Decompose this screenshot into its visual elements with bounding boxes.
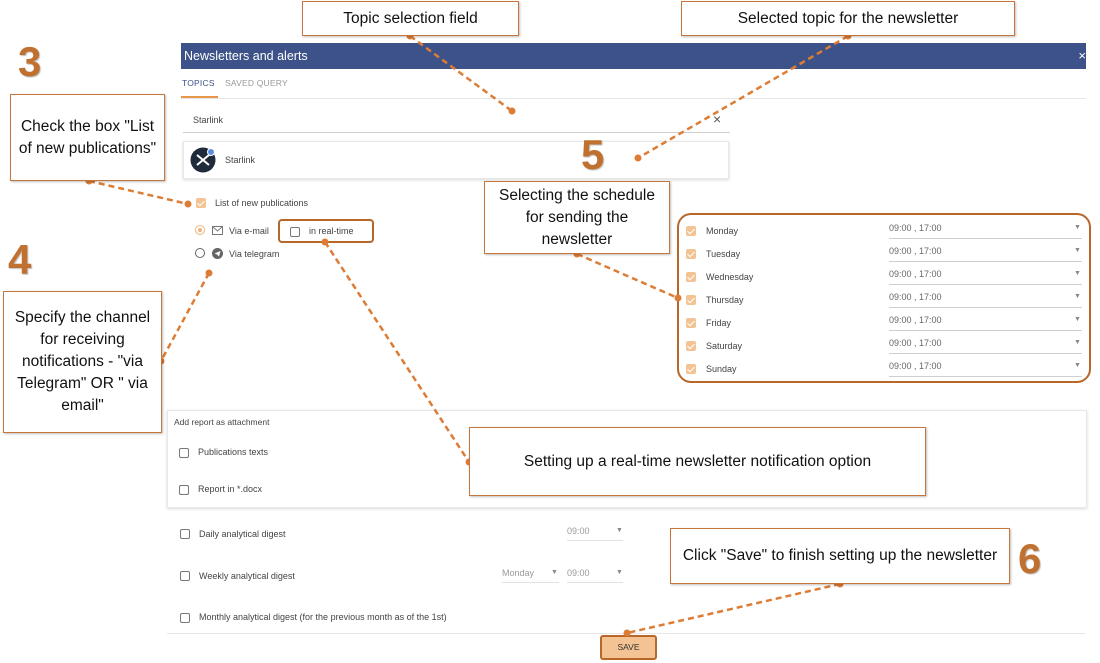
report-docx-label: Report in *.docx [198, 484, 263, 494]
chevron-down-icon[interactable]: ▼ [1074, 316, 1081, 323]
weekly-digest-day[interactable]: Monday [502, 568, 535, 578]
chevron-down-icon[interactable]: ▼ [616, 527, 623, 534]
times-underline [889, 284, 1082, 285]
save-button[interactable]: SAVE [600, 635, 657, 660]
schedule-row: Sunday 09:00 , 17:00 ▼ [685, 361, 1085, 382]
attachment-title: Add report as attachment [174, 417, 270, 427]
day-checkbox[interactable] [686, 226, 696, 236]
daily-digest-label: Daily analytical digest [199, 529, 286, 539]
day-checkbox[interactable] [686, 295, 696, 305]
chevron-down-icon[interactable]: ▼ [1074, 339, 1081, 346]
schedule-row: Wednesday 09:00 , 17:00 ▼ [685, 269, 1085, 290]
chevron-down-icon[interactable]: ▼ [551, 569, 558, 576]
day-label: Tuesday [706, 249, 741, 259]
day-times[interactable]: 09:00 , 17:00 [889, 315, 942, 325]
monthly-digest-label: Monthly analytical digest (for the previ… [199, 612, 447, 622]
telegram-label: Via telegram [229, 249, 280, 259]
daily-time-underline [567, 540, 623, 541]
day-checkbox[interactable] [686, 249, 696, 259]
times-underline [889, 353, 1082, 354]
step-number-6: 6 [1018, 535, 1042, 582]
mail-icon [212, 226, 223, 235]
close-icon[interactable]: × [1078, 48, 1086, 63]
daily-digest-checkbox[interactable] [180, 529, 190, 539]
starlink-logo-icon [190, 147, 216, 173]
callout-topic-field: Topic selection field [302, 1, 519, 36]
day-label: Friday [706, 318, 732, 328]
weekly-digest-checkbox[interactable] [180, 571, 190, 581]
chevron-down-icon[interactable]: ▼ [1074, 224, 1081, 231]
chevron-down-icon[interactable]: ▼ [1074, 362, 1081, 369]
day-times[interactable]: 09:00 , 17:00 [889, 269, 942, 279]
schedule-list: Monday 09:00 , 17:00 ▼ Tuesday 09:00 , 1… [685, 220, 1085, 380]
topic-search-input[interactable]: Starlink [193, 115, 224, 125]
tab-indicator [181, 96, 218, 98]
publications-texts-label: Publications texts [198, 447, 269, 457]
new-publications-checkbox[interactable] [196, 198, 206, 208]
day-label: Sunday [706, 364, 737, 374]
chevron-down-icon[interactable]: ▼ [1074, 293, 1081, 300]
topic-search-underline [183, 132, 730, 133]
callout-check-box: Check the box "List of new publications" [10, 94, 165, 181]
day-label: Saturday [706, 341, 743, 351]
day-label: Wednesday [706, 272, 754, 282]
times-underline [889, 307, 1082, 308]
schedule-row: Saturday 09:00 , 17:00 ▼ [685, 338, 1085, 359]
telegram-icon [212, 248, 223, 259]
report-docx-checkbox[interactable] [179, 485, 189, 495]
chevron-down-icon[interactable]: ▼ [1074, 247, 1081, 254]
callout-channel: Specify the channel for receiving notifi… [3, 291, 162, 433]
schedule-row: Friday 09:00 , 17:00 ▼ [685, 315, 1085, 336]
realtime-checkbox[interactable] [290, 227, 300, 237]
schedule-row: Thursday 09:00 , 17:00 ▼ [685, 292, 1085, 313]
step-number-4: 4 [8, 236, 32, 283]
telegram-radio[interactable] [195, 248, 205, 258]
modal-title: Newsletters and alerts [184, 49, 308, 63]
times-underline [889, 238, 1082, 239]
clear-icon[interactable]: × [713, 111, 722, 127]
modal-header: Newsletters and alerts × [181, 43, 1086, 69]
day-label: Thursday [706, 295, 744, 305]
day-times[interactable]: 09:00 , 17:00 [889, 246, 942, 256]
schedule-row: Tuesday 09:00 , 17:00 ▼ [685, 246, 1085, 267]
day-times[interactable]: 09:00 , 17:00 [889, 292, 942, 302]
weekly-time-underline [567, 582, 623, 583]
day-times[interactable]: 09:00 , 17:00 [889, 361, 942, 371]
step-number-3: 3 [18, 38, 42, 85]
day-times[interactable]: 09:00 , 17:00 [889, 223, 942, 233]
publications-texts-checkbox[interactable] [179, 448, 189, 458]
times-underline [889, 376, 1082, 377]
daily-digest-time[interactable]: 09:00 [567, 526, 590, 536]
new-publications-label: List of new publications [215, 198, 309, 208]
chevron-down-icon[interactable]: ▼ [616, 569, 623, 576]
day-times[interactable]: 09:00 , 17:00 [889, 338, 942, 348]
email-radio[interactable] [195, 225, 205, 235]
callout-schedule: Selecting the schedule for sending the n… [484, 181, 670, 254]
callout-save: Click "Save" to finish setting up the ne… [670, 528, 1010, 584]
day-label: Monday [706, 226, 739, 236]
times-underline [889, 261, 1082, 262]
email-label: Via e-mail [229, 226, 269, 236]
tab-saved-query[interactable]: SAVED QUERY [225, 78, 288, 88]
tab-divider [181, 98, 1086, 99]
day-checkbox[interactable] [686, 272, 696, 282]
weekly-digest-time[interactable]: 09:00 [567, 568, 590, 578]
day-checkbox[interactable] [686, 318, 696, 328]
callout-realtime: Setting up a real-time newsletter notifi… [469, 427, 926, 496]
schedule-row: Monday 09:00 , 17:00 ▼ [685, 223, 1085, 244]
day-checkbox[interactable] [686, 364, 696, 374]
callout-selected-topic: Selected topic for the newsletter [681, 1, 1015, 36]
chevron-down-icon[interactable]: ▼ [1074, 270, 1081, 277]
monthly-digest-checkbox[interactable] [180, 613, 190, 623]
realtime-label: in real-time [309, 226, 354, 236]
times-underline [889, 330, 1082, 331]
weekly-digest-label: Weekly analytical digest [199, 571, 295, 581]
weekly-day-underline [502, 582, 559, 583]
selected-topic-name: Starlink [225, 155, 256, 165]
day-checkbox[interactable] [686, 341, 696, 351]
step-number-5: 5 [581, 131, 605, 178]
tab-topics[interactable]: TOPICS [182, 78, 215, 88]
